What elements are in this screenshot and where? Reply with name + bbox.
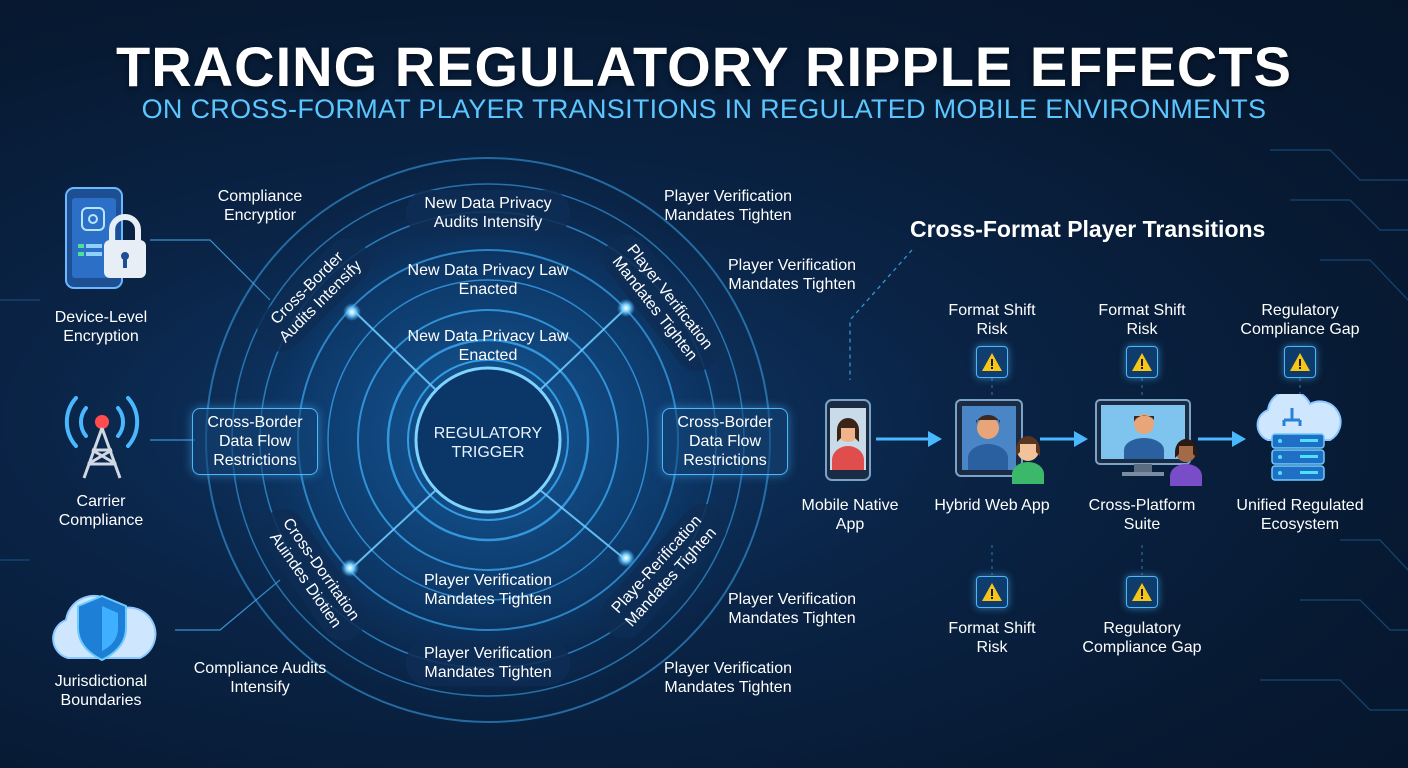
risk-top-3-label: Regulatory Compliance Gap (1240, 302, 1360, 338)
warning-icon (976, 576, 1008, 608)
flow-arrows (876, 431, 1246, 447)
ripple-spokes (351, 309, 627, 569)
ripple-top-ring-1: New Data Privacy Audits Intensify (406, 190, 570, 236)
node-dot (617, 299, 635, 317)
node-dot (617, 549, 635, 567)
warning-icon (976, 346, 1008, 378)
ripple-outer-top-right-2: Player Verification Mandates Tighten (727, 257, 857, 293)
trigger-core (414, 366, 562, 514)
ripple-bottom-ring-1: Player Verification Mandates Tighten (423, 572, 553, 608)
node-dot (343, 303, 361, 321)
regulatory-trigger-label: REGULATORY TRIGGER (433, 425, 543, 461)
ripple-top-ring-2: New Data Privacy Law Enacted (407, 262, 569, 298)
factor-jurisdictional-boundaries: Jurisdictional Boundaries (54, 673, 148, 709)
circuit-lines (0, 149, 1408, 711)
stage-unified-regulated-ecosystem: Unified Regulated Ecosystem (1236, 497, 1364, 533)
tablet-users-icon (955, 399, 1044, 484)
ripple-outer-bottom-right-1: Player Verification Mandates Tighten (727, 591, 857, 627)
ripple-outer-top-left: Compliance Encryptior (217, 188, 303, 224)
ripple-left-box: Cross-Border Data Flow Restrictions (192, 408, 318, 475)
cloud-shield-icon (52, 594, 157, 662)
warning-icon (1284, 346, 1316, 378)
warning-icon (1126, 576, 1158, 608)
cloud-server-icon (1256, 394, 1342, 481)
stage-mobile-native-app: Mobile Native App (801, 497, 899, 533)
node-dot (341, 559, 359, 577)
ripple-outer-bottom-right-2: Player Verification Mandates Tighten (663, 660, 793, 696)
risk-top-1-label: Format Shift Risk (948, 302, 1036, 338)
risk-bottom-2-label: Regulatory Compliance Gap (1082, 620, 1202, 656)
page-subtitle: ON CROSS-FORMAT PLAYER TRANSITIONS IN RE… (141, 94, 1267, 124)
ripple-outer-top-right-1: Player Verification Mandates Tighten (663, 188, 793, 224)
risk-bottom-1-label: Format Shift Risk (948, 620, 1036, 656)
ripple-right-box: Cross-Border Data Flow Restrictions (662, 408, 788, 475)
ripple-top-ring-3: New Data Privacy Law Enacted (407, 328, 569, 364)
monitor-users-icon (1095, 399, 1202, 486)
ripple-outer-bottom-left: Compliance Audits Intensify (193, 660, 327, 696)
cell-tower-icon (64, 396, 140, 479)
stage-hybrid-web-app: Hybrid Web App (934, 497, 1050, 514)
warning-icon (1126, 346, 1158, 378)
factor-device-encryption: Device-Level Encryption (54, 309, 148, 345)
factor-carrier-compliance: Carrier Compliance (58, 493, 144, 529)
page-title: TRACING REGULATORY RIPPLE EFFECTS (116, 35, 1292, 98)
transitions-heading: Cross-Format Player Transitions (910, 216, 1266, 242)
risk-top-2-label: Format Shift Risk (1098, 302, 1186, 338)
mobile-user-icon (825, 399, 871, 481)
ripple-bottom-ring-2: Player Verification Mandates Tighten (406, 640, 570, 686)
stage-cross-platform-suite: Cross-Platform Suite (1088, 497, 1196, 533)
phone-lock-icon (65, 187, 146, 289)
